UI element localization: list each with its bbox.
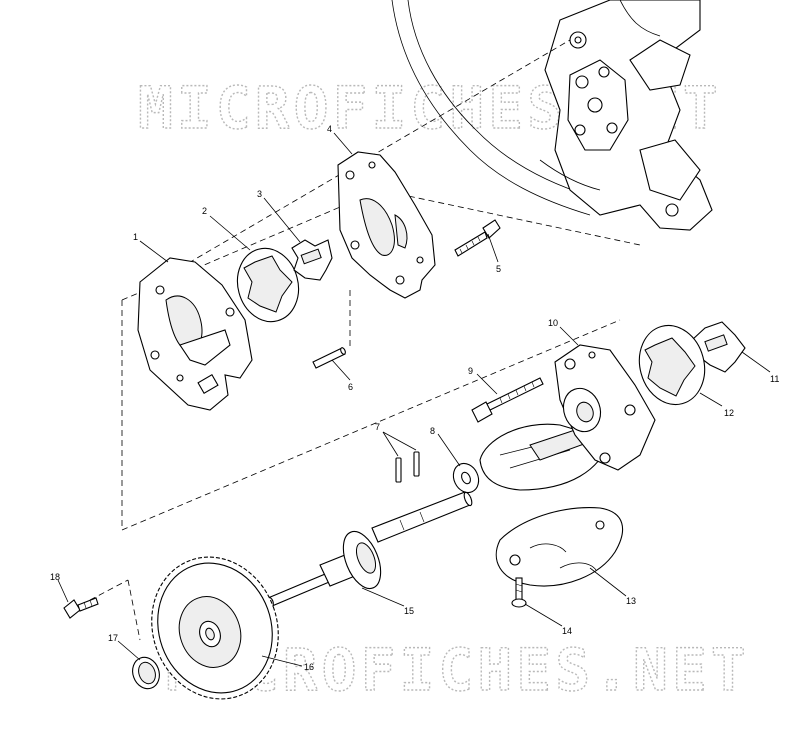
pump-body-part-10 xyxy=(479,344,656,491)
callout-16: 16 xyxy=(304,662,314,672)
small-screw-part-14 xyxy=(511,577,527,608)
dowel-pin-part-6 xyxy=(312,347,346,369)
callout-18: 18 xyxy=(50,572,60,582)
callout-12: 12 xyxy=(724,408,734,418)
callout-6: 6 xyxy=(348,382,353,392)
strainer-plate-part-13 xyxy=(495,507,623,587)
callout-15: 15 xyxy=(404,606,414,616)
outer-rotor-part-2 xyxy=(236,247,300,323)
engine-crankcase xyxy=(391,0,713,231)
pins-part-7 xyxy=(395,451,420,483)
callout-1: 1 xyxy=(133,232,138,242)
callout-8: 8 xyxy=(430,426,435,436)
callout-11: 11 xyxy=(770,374,779,384)
callout-3: 3 xyxy=(257,189,262,199)
leader-lines xyxy=(57,132,771,667)
pump-plate-part-4 xyxy=(337,151,436,299)
outer-rotor-part-12 xyxy=(638,324,706,406)
callout-4: 4 xyxy=(327,124,332,134)
callout-labels: 1 2 3 4 5 6 7 8 9 10 11 12 13 14 15 16 1… xyxy=(50,124,779,672)
callout-14: 14 xyxy=(562,626,572,636)
screw-part-5 xyxy=(454,219,501,257)
callout-13: 13 xyxy=(626,596,636,606)
callout-7: 7 xyxy=(375,422,380,432)
inner-rotor-part-11 xyxy=(691,321,746,373)
inner-rotor-part-3 xyxy=(291,239,333,281)
washer-part-8 xyxy=(452,462,480,494)
seal-ring-part-17 xyxy=(132,656,160,690)
callout-17: 17 xyxy=(108,633,118,643)
callout-10: 10 xyxy=(548,318,558,328)
pump-housing-part-1 xyxy=(137,257,253,411)
callout-5: 5 xyxy=(496,264,501,274)
drive-gear-part-16 xyxy=(151,556,279,700)
pump-shaft-part-15 xyxy=(266,491,473,608)
long-bolt-part-9 xyxy=(471,377,544,423)
bolt-part-18 xyxy=(63,597,99,619)
callout-2: 2 xyxy=(202,206,207,216)
callout-9: 9 xyxy=(468,366,473,376)
